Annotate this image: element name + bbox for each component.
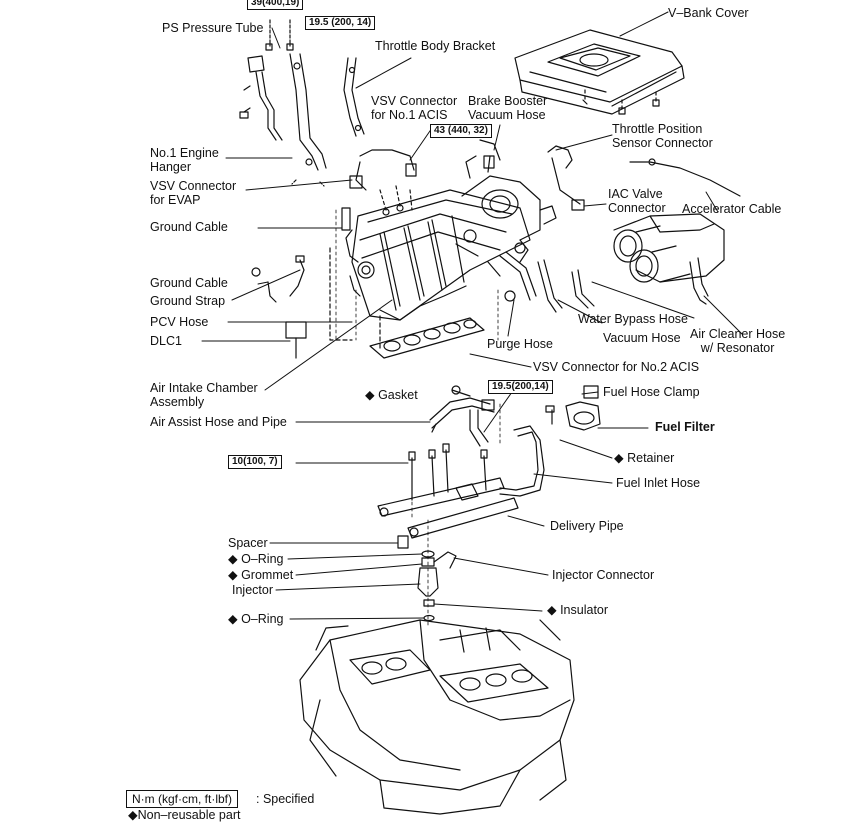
v-bank-cover-drawing [514, 29, 685, 115]
torque-spec-throttle-bracket: 19.5 (200, 14) [305, 16, 376, 30]
label-injector-connector: Injector Connector [552, 568, 655, 582]
label-gasket: ◆ Gasket [365, 388, 418, 402]
delivery-pipe-drawing [377, 443, 519, 539]
label-insulator: ◆ Insulator [547, 603, 609, 617]
label-no1-engine-hanger: No.1 Engine Hanger [150, 146, 219, 174]
torque-spec-bolts: 10(100, 7) [228, 455, 282, 469]
label-delivery-pipe: Delivery Pipe [550, 519, 624, 533]
label-vsv-connector-acis1-text: VSV Connector for No.1 ACIS [371, 94, 458, 122]
label-iac-text: IAC Valve Connector [608, 187, 666, 215]
air-assist-hose-drawing [429, 385, 495, 447]
label-injector: Injector [232, 583, 273, 597]
label-fuel-hose-clamp: Fuel Hose Clamp [603, 385, 700, 399]
label-engine-hanger-text: No.1 Engine Hanger [150, 146, 219, 174]
label-spacer: Spacer [228, 536, 268, 550]
legend-non-reusable: ◆Non–reusable part [128, 808, 241, 822]
accelerator-cable-drawing [629, 158, 741, 197]
gasket-drawing [369, 317, 485, 359]
air-intake-chamber-drawing [345, 155, 557, 321]
legend-specified: : Specified [256, 792, 315, 806]
label-air-intake-chamber: Air Intake Chamber Assembly [150, 381, 258, 409]
ps-tube-and-hanger-drawing [239, 19, 365, 187]
dashed-guides [335, 209, 501, 627]
label-o-ring-1: ◆ O–Ring [228, 552, 284, 566]
label-brake-booster-vacuum-hose: Brake Booster Vacuum Hose [468, 94, 547, 122]
label-ground-strap: Ground Strap [150, 294, 226, 308]
engine-block-drawing [299, 619, 575, 815]
leader-lines [201, 11, 743, 620]
label-v-bank-cover: V–Bank Cover [668, 6, 749, 20]
label-throttle-position-sensor-connector: Throttle Position Sensor Connector [612, 122, 713, 150]
label-ground-cable-2: Ground Cable [150, 276, 228, 290]
label-tps-text: Throttle Position Sensor Connector [612, 122, 713, 150]
label-dlc1: DLC1 [150, 334, 182, 348]
legend-unit-box: N·m (kgf·cm, ft·lbf) [126, 790, 238, 808]
torque-spec-throttle-body: 43 (440, 32) [430, 124, 492, 138]
label-retainer: ◆ Retainer [614, 451, 675, 465]
label-pcv-hose: PCV Hose [150, 315, 209, 329]
hoses-drawing [349, 139, 595, 313]
label-iac-valve-connector: IAC Valve Connector [608, 187, 666, 215]
label-vsv-connector-acis1: VSV Connector for No.1 ACIS [371, 94, 457, 122]
label-purge-hose: Purge Hose [487, 337, 554, 351]
label-grommet: ◆ Grommet [228, 568, 294, 582]
label-air-assist-hose: Air Assist Hose and Pipe [150, 415, 287, 429]
label-air-cleaner-hose: Air Cleaner Hose w/ Resonator [690, 327, 785, 355]
label-vacuum-hose: Vacuum Hose [603, 331, 681, 345]
label-brake-booster-text: Brake Booster Vacuum Hose [468, 94, 548, 122]
label-air-intake-text: Air Intake Chamber Assembly [150, 381, 258, 409]
torque-spec-ps-tube: 39(400,19) [247, 0, 304, 10]
label-fuel-inlet-hose: Fuel Inlet Hose [616, 476, 701, 490]
injector-stack-drawing [397, 535, 457, 622]
label-ground-cable-1: Ground Cable [150, 220, 228, 234]
label-vsv-evap-text: VSV Connector for EVAP [150, 179, 237, 207]
label-air-cleaner-text: Air Cleaner Hose w/ Resonator [690, 327, 786, 355]
label-vsv-connector-evap: VSV Connector for EVAP [150, 179, 236, 207]
label-throttle-body-bracket: Throttle Body Bracket [375, 39, 496, 53]
air-cleaner-hose-drawing [613, 213, 725, 305]
label-vsv-connector-acis2: VSV Connector for No.2 ACIS [533, 360, 700, 374]
torque-spec-delivery-pipe: 19.5(200,14) [488, 380, 553, 394]
label-fuel-filter: Fuel Filter [655, 420, 715, 434]
label-o-ring-2: ◆ O–Ring [228, 612, 284, 626]
label-water-bypass-hose: Water Bypass Hose [578, 312, 688, 326]
fuel-inlet-hose-drawing [499, 425, 545, 497]
label-ps-pressure-tube: PS Pressure Tube [162, 21, 264, 35]
label-accelerator-cable: Accelerator Cable [682, 202, 782, 216]
